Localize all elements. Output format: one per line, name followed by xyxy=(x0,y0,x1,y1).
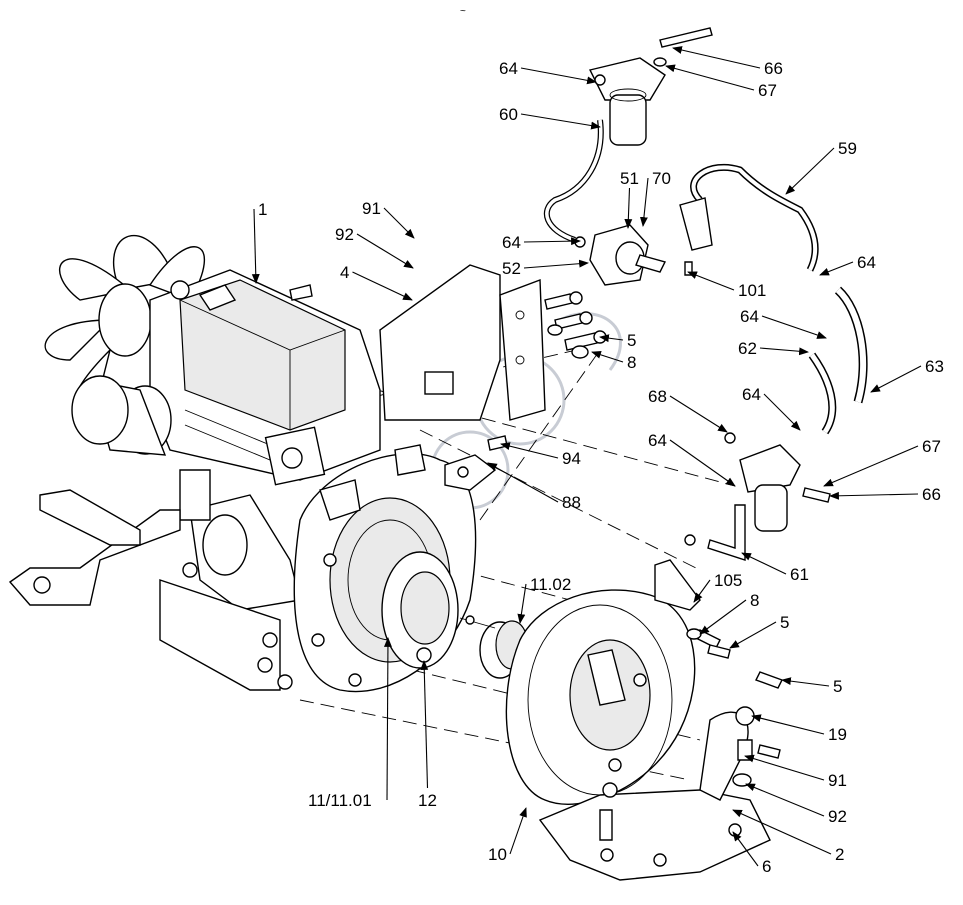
callout-leader-5 xyxy=(781,677,830,687)
callout-leader-19 xyxy=(751,714,825,735)
callout-leader-60 xyxy=(520,113,601,130)
fuel-valve-101 xyxy=(679,197,713,276)
callout-leader-67 xyxy=(665,64,755,91)
callout-label-51: 51 xyxy=(620,169,639,188)
top-mark: ~ xyxy=(460,6,466,17)
callout-leader-88 xyxy=(487,462,559,503)
rear-mounting-plate xyxy=(379,264,546,421)
callout-leader-62 xyxy=(759,347,809,356)
callout-label-4: 4 xyxy=(340,263,349,282)
callout-label-101: 101 xyxy=(738,281,766,300)
callout-label-52: 52 xyxy=(502,259,521,278)
mounting-bolts-upper xyxy=(544,291,607,359)
callout-leader-70 xyxy=(639,177,649,227)
callout-label-60: 60 xyxy=(499,105,518,124)
callout-label-105: 105 xyxy=(714,571,742,590)
callout-label-5: 5 xyxy=(833,677,842,696)
callout-label-59: 59 xyxy=(838,139,857,158)
callout-leader-67 xyxy=(823,445,919,487)
callout-leader-92 xyxy=(356,233,414,269)
callout-label-5: 5 xyxy=(627,331,636,350)
callout-leader-64 xyxy=(763,393,801,431)
callout-leader-64 xyxy=(523,237,581,246)
callout-leader-64 xyxy=(761,315,827,339)
callout-leader-64 xyxy=(669,439,736,487)
callout-leader-4 xyxy=(352,271,413,301)
callout-leader-59 xyxy=(785,147,835,195)
callout-leader-10 xyxy=(509,807,527,855)
callout-label-66: 66 xyxy=(922,485,941,504)
callout-label-88: 88 xyxy=(562,493,581,512)
callout-label-12: 12 xyxy=(418,791,437,810)
callout-label-6: 6 xyxy=(762,857,771,876)
callout-leader-11-11-01 xyxy=(383,637,392,801)
callout-leader-61 xyxy=(741,552,787,575)
fuel-filter-upper xyxy=(588,27,713,146)
fuel-pump xyxy=(574,224,667,286)
callout-leader-5 xyxy=(729,621,777,649)
callout-leader-52 xyxy=(523,259,589,269)
callout-leader-66 xyxy=(672,46,761,69)
callout-label-64: 64 xyxy=(740,307,759,326)
callout-label-67: 67 xyxy=(922,437,941,456)
callout-label-1: 1 xyxy=(258,200,267,219)
drive-coupling xyxy=(381,551,459,669)
adapter-plate xyxy=(505,559,701,805)
callout-label-64: 64 xyxy=(502,233,521,252)
callout-label-66: 66 xyxy=(764,59,783,78)
callout-leader-12 xyxy=(420,660,429,789)
callout-label-64: 64 xyxy=(857,253,876,272)
callout-label-70: 70 xyxy=(652,169,671,188)
drive-gear xyxy=(459,615,529,679)
callout-label-8: 8 xyxy=(750,591,759,610)
callout-label-64: 64 xyxy=(742,385,761,404)
callout-leader-2 xyxy=(732,809,832,855)
callout-leader-101 xyxy=(687,271,735,291)
callout-leader-6 xyxy=(732,831,759,867)
callout-label-67: 67 xyxy=(758,81,777,100)
callout-label-64: 64 xyxy=(648,431,667,450)
callout-leader-63 xyxy=(870,365,922,393)
callout-leader-8 xyxy=(591,350,624,363)
callout-label-63: 63 xyxy=(925,357,944,376)
callout-leader-64 xyxy=(520,67,597,85)
callout-label-11-11-01: 11/11.01 xyxy=(308,791,372,810)
callout-label-2: 2 xyxy=(835,845,844,864)
callout-leader-91 xyxy=(383,207,415,239)
callout-label-91: 91 xyxy=(362,199,381,218)
callout-leader-5 xyxy=(599,334,624,343)
fuel-filter-lower xyxy=(684,432,831,561)
left-engine-mount-bracket xyxy=(8,489,181,606)
callout-label-62: 62 xyxy=(738,339,757,358)
callout-label-94: 94 xyxy=(562,449,581,468)
callout-label-64: 64 xyxy=(499,59,518,78)
callout-label-91: 91 xyxy=(828,771,847,790)
callout-label-11-02: 11.02 xyxy=(530,575,571,594)
fuel-pipe-61 xyxy=(707,504,746,561)
callout-leader-8 xyxy=(699,599,747,635)
callout-leader-91 xyxy=(744,754,825,781)
callout-leader-11-02 xyxy=(517,583,527,624)
callout-leader-66 xyxy=(829,491,919,500)
callout-label-68: 68 xyxy=(648,387,667,406)
callout-label-10: 10 xyxy=(488,845,507,864)
callout-leader-68 xyxy=(669,395,728,433)
callout-label-61: 61 xyxy=(790,565,809,584)
engine-block xyxy=(44,235,381,691)
callout-label-8: 8 xyxy=(627,353,636,372)
callout-leader-64 xyxy=(819,261,854,276)
callout-leader-94 xyxy=(500,442,559,459)
bracket-88 xyxy=(444,435,508,491)
fuel-hose-60 xyxy=(543,119,604,243)
callout-leader-92 xyxy=(745,783,825,817)
callout-label-92: 92 xyxy=(335,225,354,244)
callout-label-92: 92 xyxy=(828,807,847,826)
callout-leader-51 xyxy=(624,187,633,229)
callout-leader-105 xyxy=(693,579,711,603)
callout-leader-1 xyxy=(251,208,260,284)
callout-label-19: 19 xyxy=(828,725,847,744)
callout-label-5: 5 xyxy=(780,613,789,632)
